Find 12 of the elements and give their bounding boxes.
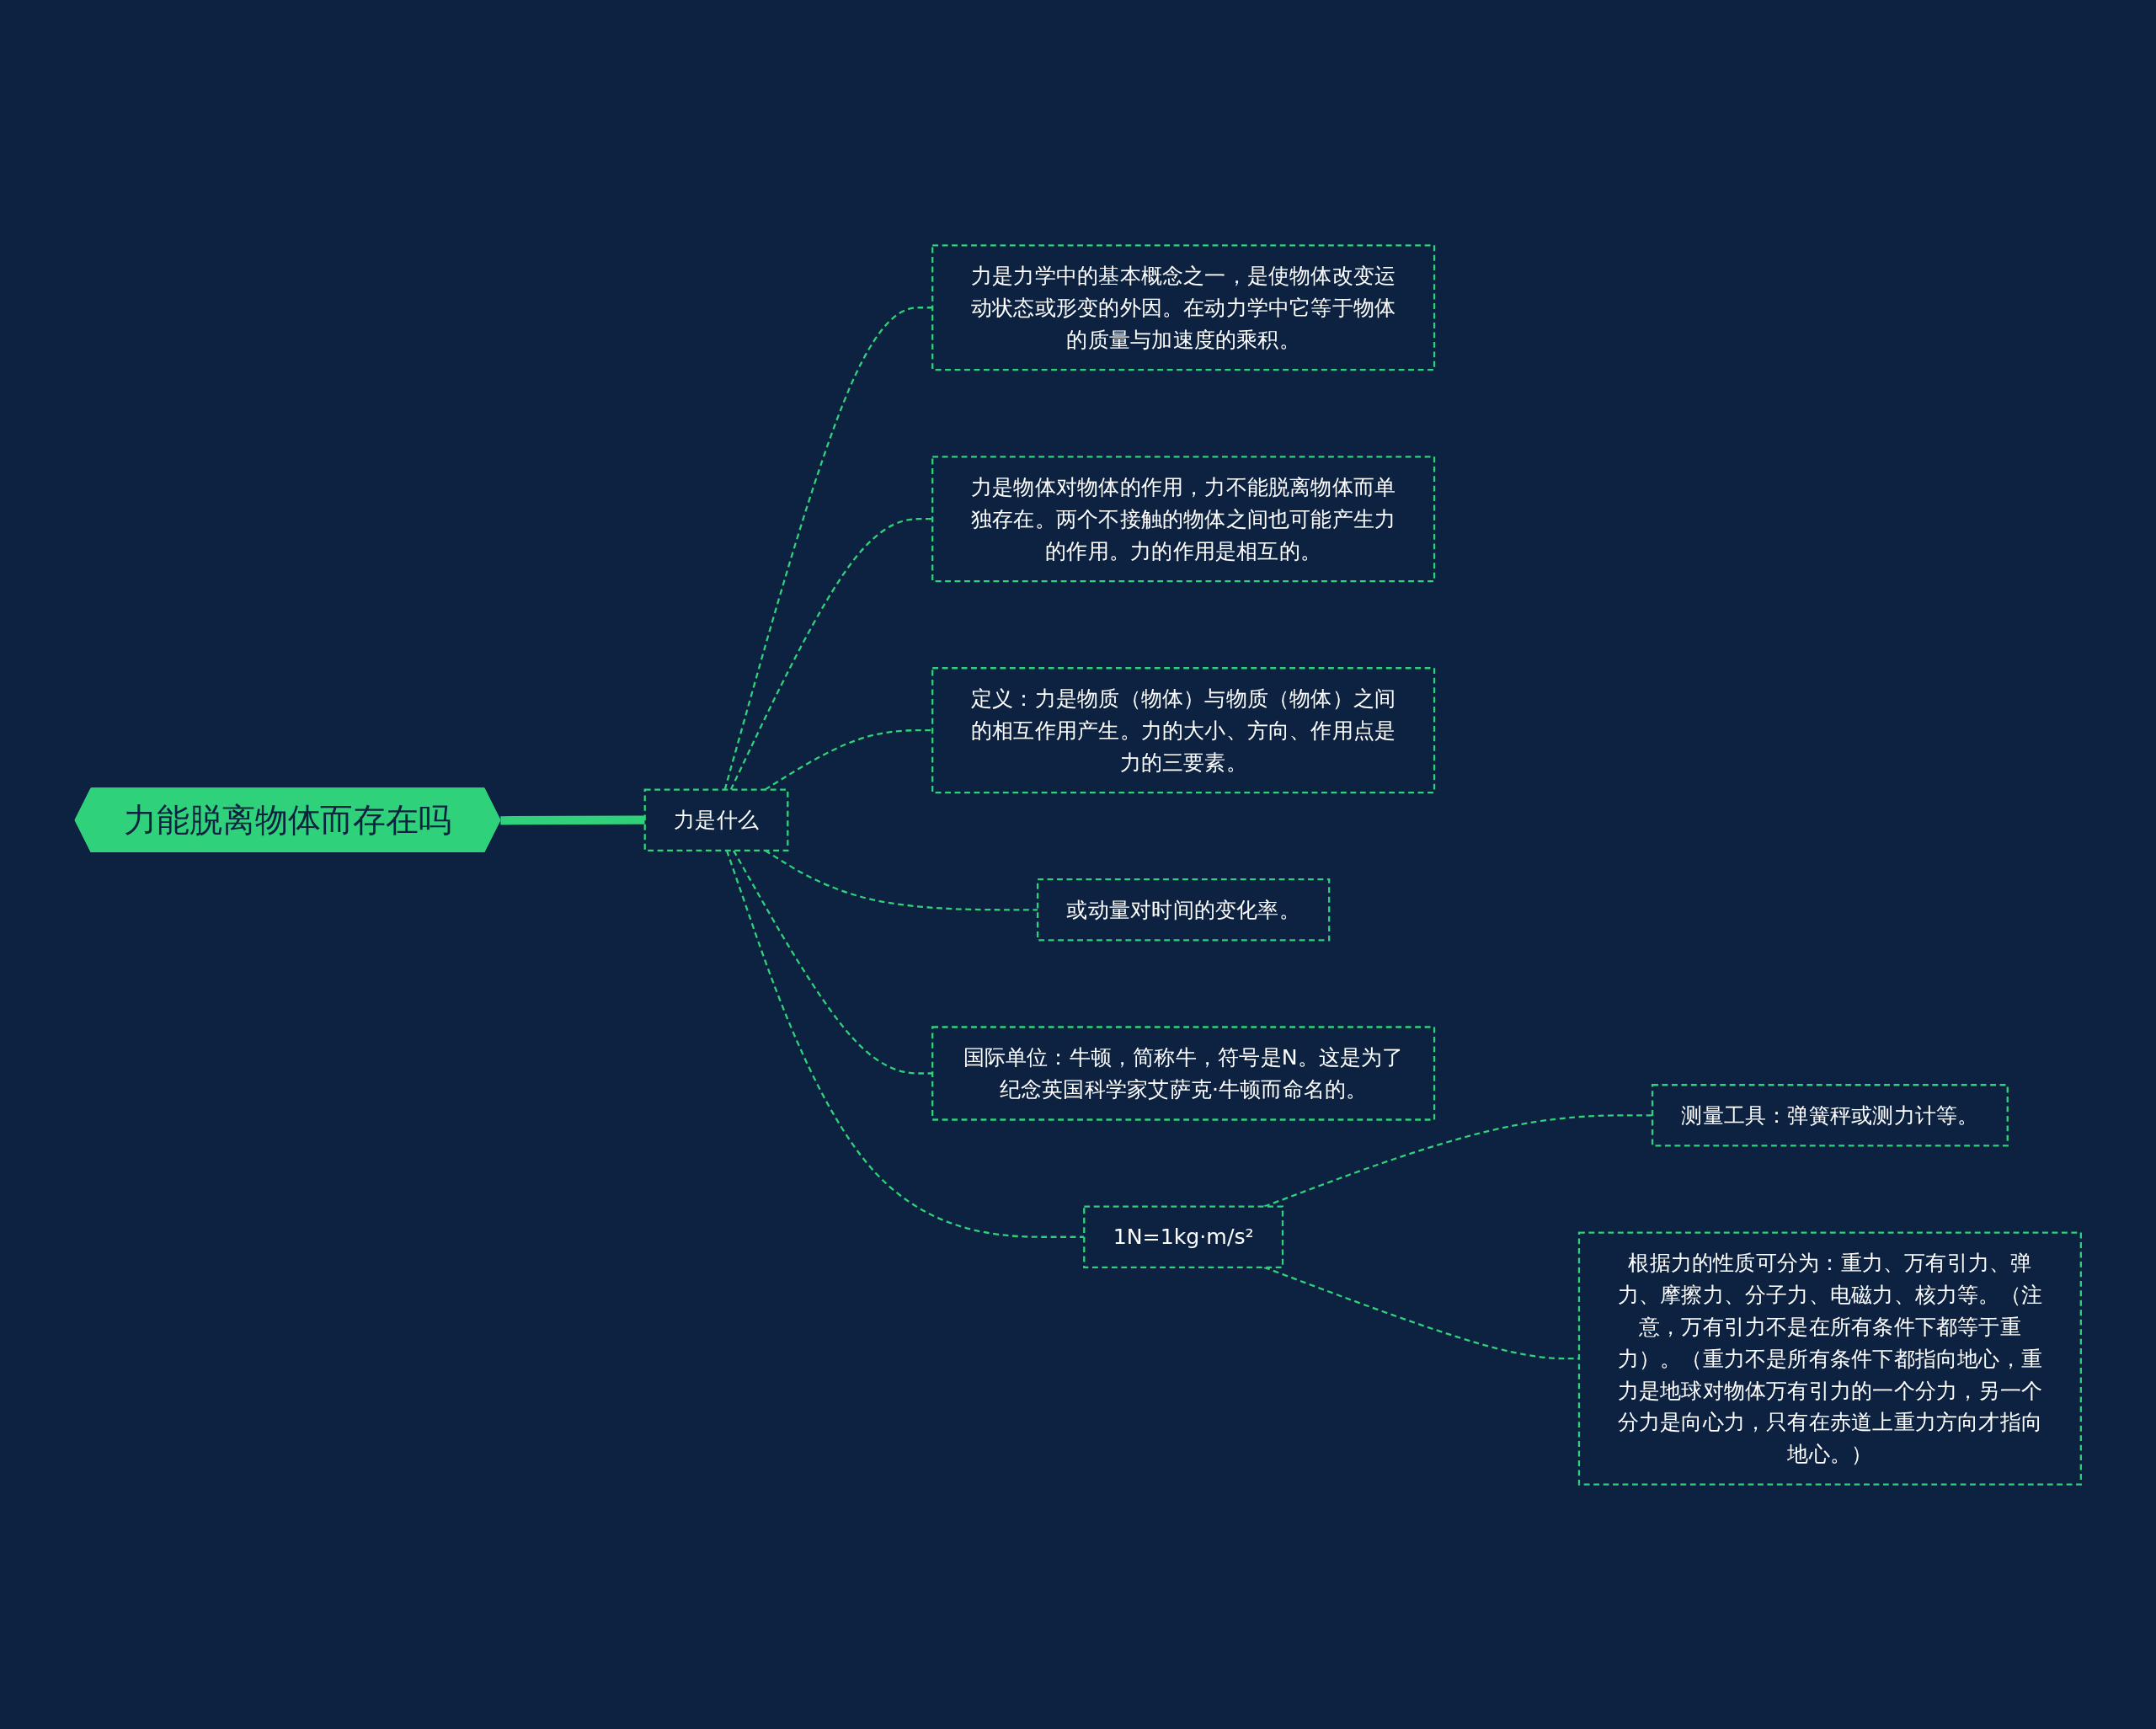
node-box: 力是什么 [643,787,789,851]
node-box: 力是力学中的基本概念之一，是使物体改变运动状态或形变的外因。在动力学中它等于物体的质量与加速度的乘积。 [931,243,1436,371]
connector [729,517,933,790]
node-box: 定义：力是物质（物体）与物质（物体）之间的相互作用产生。力的大小、方向、作用点是力的三要素。 [931,666,1436,793]
connector [723,306,933,790]
node-box: 国际单位：牛顿，简称牛，符号是N。这是为了纪念英国科学家艾萨克·牛顿而命名的。 [931,1025,1436,1121]
connector [500,815,645,824]
node-box: 或动量对时间的变化率。 [1036,878,1331,942]
node-box: 1N=1kg·m/s² [1083,1205,1284,1268]
node-box: 力是物体对物体的作用，力不能脱离物体而单独存在。两个不接触的物体之间也可能产生力的作用。力的作用是相互的。 [931,455,1436,582]
node-box: 根据力的性质可分为：重力、万有引力、弹力、摩擦力、分子力、电磁力、核力等。（注意，万有引力不是在所有条件下都等于重力）。（重力不是所有条件下都指向地心，重力是地球对物体万有引力的一个分力，另一个分力是向心力，只有在赤道上重力方向才指向地心。） [1577,1230,2082,1486]
node-box: 测量工具：弹簧秤或测力计等。 [1651,1083,2009,1147]
